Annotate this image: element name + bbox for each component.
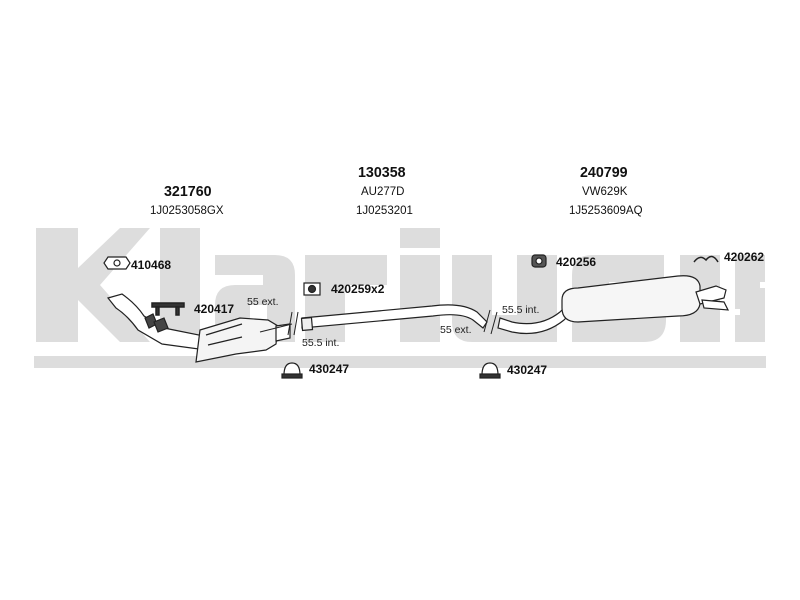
fitting-410468: 410468 — [131, 258, 172, 272]
gasket-icon — [103, 256, 131, 270]
bracket-icon — [151, 302, 185, 316]
pipe-clamp-icon — [479, 362, 501, 379]
fitting-420417: 420417 — [194, 302, 235, 316]
part-number-321760: 321760 — [164, 183, 212, 200]
fitting-430247-left: 430247 — [309, 362, 350, 376]
joint-1-ext-label: 55 ext. — [247, 296, 279, 308]
reference-1j5253609aq: 1J5253609AQ — [569, 205, 643, 217]
hanger-icon — [693, 255, 719, 263]
rubber-mount-icon — [531, 254, 547, 268]
fitting-430247-right: 430247 — [507, 363, 548, 377]
joint-2-int-label: 55.5 int. — [502, 304, 540, 316]
joint-marker-1 — [259, 311, 299, 336]
joint-marker-2 — [483, 309, 498, 335]
fitting-420262: 420262 — [724, 250, 765, 264]
rear-silencer — [497, 275, 730, 335]
clamp-icon — [303, 282, 321, 296]
part-number-240799: 240799 — [580, 164, 628, 181]
reference-vw629k: VW629K — [582, 186, 628, 198]
pipe-clamp-icon — [281, 362, 303, 379]
baseline-bar — [34, 356, 766, 368]
middle-pipe — [300, 304, 488, 332]
reference-au277d: AU277D — [361, 186, 405, 198]
joint-2-ext-label: 55 ext. — [440, 324, 472, 336]
part-number-130358: 130358 — [358, 164, 406, 181]
reference-1j0253201: 1J0253201 — [356, 205, 413, 217]
joint-1-int-label: 55.5 int. — [302, 337, 340, 349]
catalytic-converter-pipe — [106, 293, 291, 363]
fitting-420256: 420256 — [556, 255, 597, 269]
fitting-420259x2: 420259x2 — [331, 282, 385, 296]
reference-1j0253058gx: 1J0253058GX — [150, 205, 224, 217]
